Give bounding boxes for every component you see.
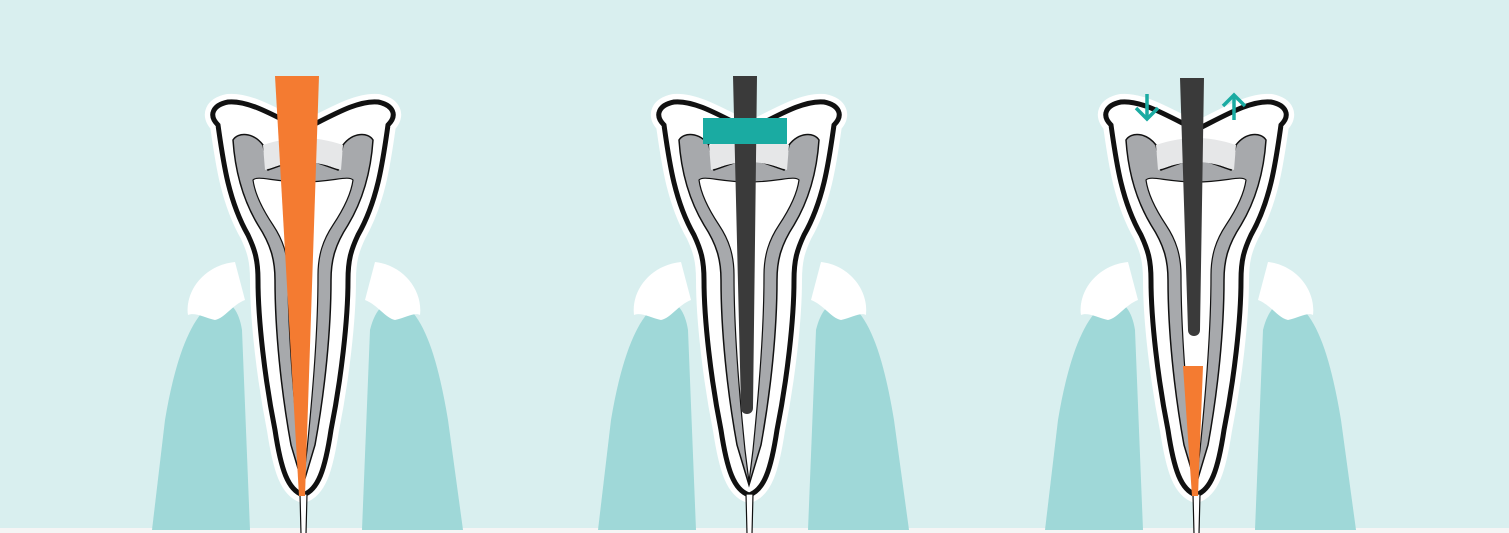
root-apex bbox=[300, 494, 307, 533]
root-apex bbox=[746, 494, 753, 533]
root-apex bbox=[1193, 494, 1200, 533]
rubber-stopper bbox=[703, 118, 787, 144]
